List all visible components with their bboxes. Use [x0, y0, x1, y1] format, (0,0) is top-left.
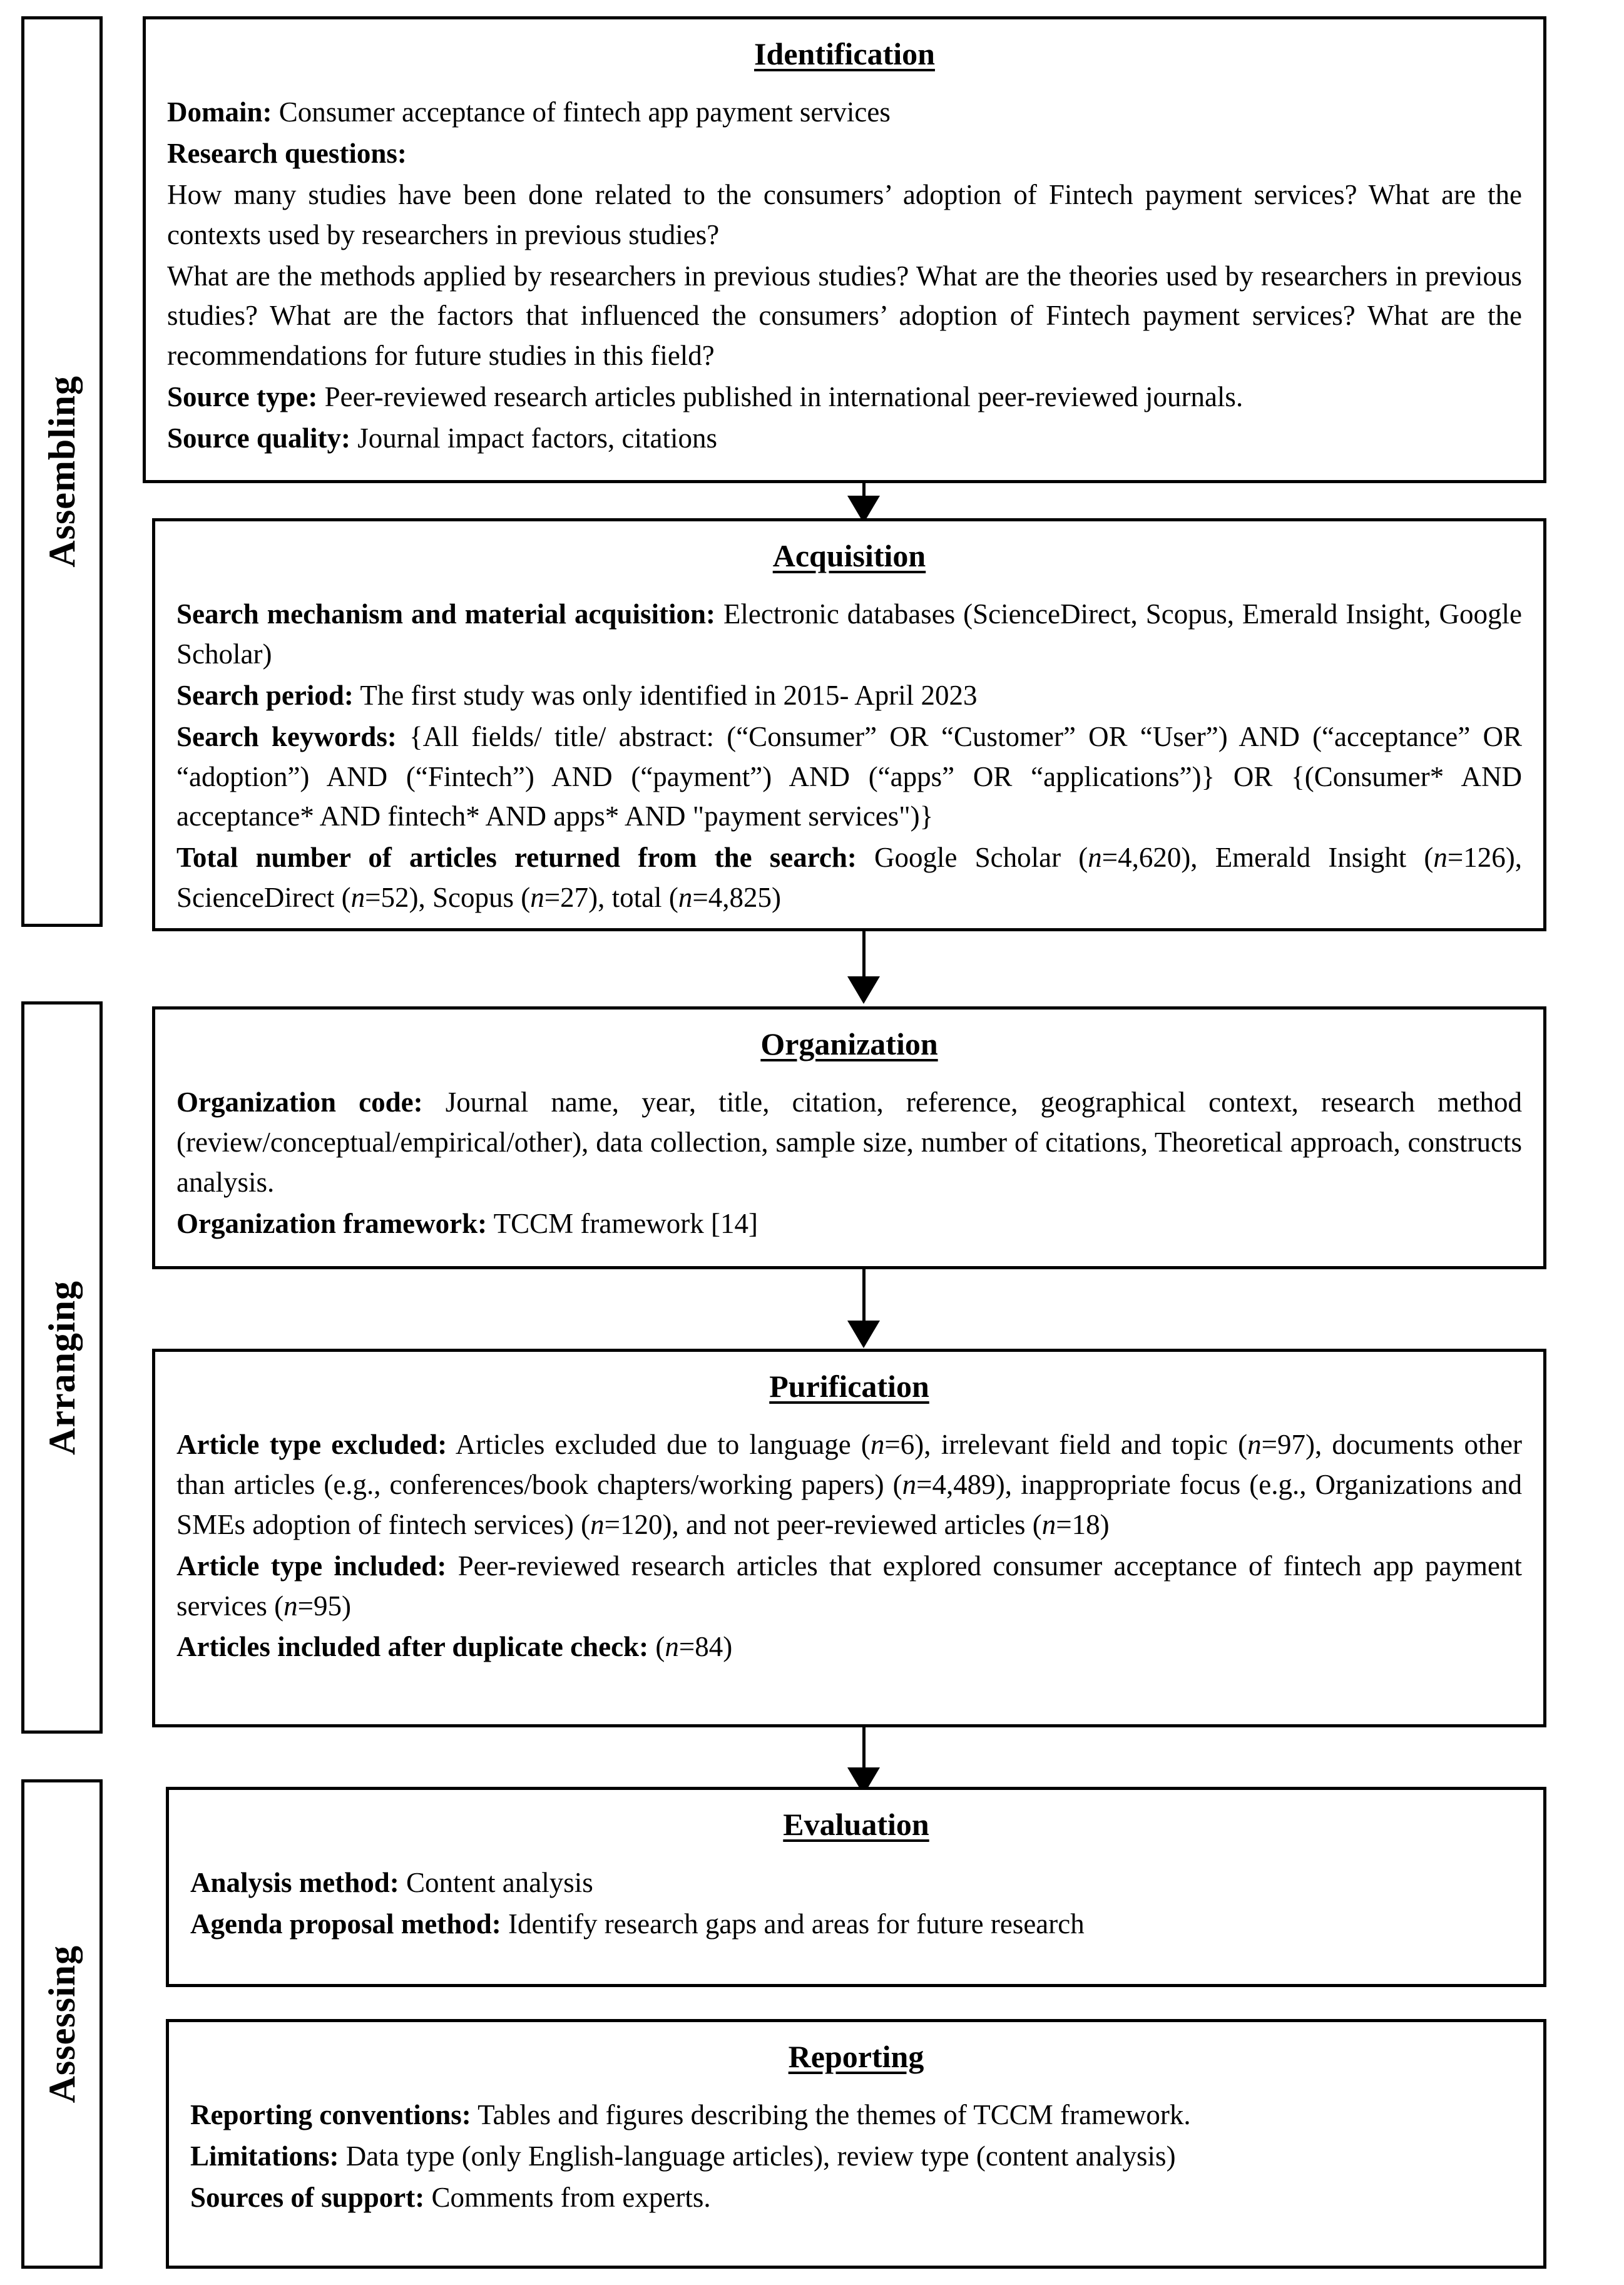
search-keywords-value: {All fields/ title/ abstract: (“Consumer… [176, 720, 1523, 832]
sources-of-support-label: Sources of support: [190, 2181, 425, 2213]
n-symbol-duplicate: n [665, 1631, 679, 1663]
node-evaluation: Evaluation Analysis method: Content anal… [166, 1787, 1546, 1987]
n-symbol-total: n [678, 882, 693, 914]
article-included-text: Peer-reviewed research articles that exp… [176, 1550, 1522, 1622]
node-purification-body: Article type excluded: Articles excluded… [176, 1425, 1522, 1667]
duplicate-count: =84) [678, 1631, 733, 1663]
source-type-label: Source type: [167, 381, 318, 413]
domain-value: Consumer acceptance of fintech app payme… [272, 96, 891, 128]
node-reporting: Reporting Reporting conventions: Tables … [166, 2019, 1546, 2269]
node-acquisition-body: Search mechanism and material acquisitio… [176, 595, 1522, 918]
emerald-count: =126), ScienceDirect ( [176, 842, 1523, 914]
total-articles-pre: Google Scholar ( [856, 842, 1088, 874]
organization-framework-label: Organization framework: [176, 1207, 488, 1239]
reporting-conventions-value: Tables and figures describing the themes… [471, 2099, 1191, 2130]
agenda-proposal-label: Agenda proposal method: [190, 1908, 501, 1940]
node-organization-body: Organization code: Journal name, year, t… [176, 1083, 1522, 1244]
node-identification-body: Domain: Consumer acceptance of fintech a… [167, 93, 1522, 459]
total-articles-label: Total number of articles returned from t… [176, 842, 857, 874]
sciencedirect-count: =52), Scopus ( [365, 882, 531, 914]
limitations-value: Data type (only English-language article… [339, 2140, 1176, 2172]
node-identification-title: Identification [754, 36, 935, 71]
search-mechanism-label: Search mechanism and material acquisitio… [176, 598, 715, 630]
node-acquisition: Acquisition Search mechanism and materia… [152, 518, 1546, 931]
excluded-notpeer-count: =18) [1056, 1508, 1110, 1540]
n-symbol-scholar: n [1088, 842, 1102, 874]
stage-arranging: Arranging [21, 1001, 103, 1734]
stage-assessing: Assessing [21, 1779, 103, 2269]
n-symbol-scopus: n [530, 882, 544, 914]
node-purification-title: Purification [769, 1369, 929, 1404]
reporting-conventions-label: Reporting conventions: [190, 2099, 471, 2130]
research-questions-label: Research questions: [167, 137, 407, 169]
node-acquisition-title: Acquisition [772, 538, 926, 573]
node-organization-title: Organization [760, 1026, 938, 1061]
node-purification: Purification Article type excluded: Arti… [152, 1349, 1546, 1727]
sources-of-support-value: Comments from experts. [424, 2181, 711, 2213]
article-included-label: Article type included: [176, 1550, 447, 1582]
node-evaluation-title: Evaluation [783, 1807, 929, 1842]
research-question-line-2: What are the methods applied by research… [167, 260, 1522, 372]
stage-assembling: Assembling [21, 16, 103, 927]
n-symbol-documents: n [902, 1468, 917, 1500]
node-identification: Identification Domain: Consumer acceptan… [143, 16, 1546, 483]
node-reporting-body: Reporting conventions: Tables and figure… [190, 2095, 1522, 2218]
total-count: =4,825) [692, 882, 781, 914]
duplicate-check-label: Articles included after duplicate check: [176, 1631, 649, 1663]
n-symbol-irrelevant: n [1247, 1429, 1262, 1460]
n-symbol-sciencedirect: n [350, 882, 365, 914]
article-excluded-text-1: Articles excluded due to language ( [447, 1429, 871, 1460]
google-scholar-count: =4,620), Emerald Insight ( [1101, 842, 1434, 874]
n-symbol-included: n [283, 1590, 298, 1622]
research-question-line-1: How many studies have been done related … [167, 178, 1522, 250]
stage-assessing-label: Assessing [41, 1945, 83, 2104]
node-organization: Organization Organization code: Journal … [152, 1006, 1546, 1269]
stage-assembling-label: Assembling [41, 376, 83, 568]
organization-framework-value: TCCM framework [14] [487, 1207, 758, 1239]
duplicate-check-pre: ( [648, 1631, 665, 1663]
organization-code-value: Journal name, year, title, citation, ref… [176, 1086, 1522, 1198]
excluded-irrelevant-count: =97), documents other than articles (e.g… [176, 1429, 1522, 1500]
excluded-language-count: =6), irrelevant field and topic ( [884, 1429, 1248, 1460]
n-symbol-focus: n [590, 1508, 605, 1540]
node-reporting-title: Reporting [788, 2039, 924, 2074]
search-period-label: Search period: [176, 679, 354, 711]
node-evaluation-body: Analysis method: Content analysis Agenda… [190, 1863, 1522, 1945]
scopus-count: =27), total ( [544, 882, 678, 914]
stage-arranging-label: Arranging [41, 1280, 83, 1455]
included-count: =95) [297, 1590, 352, 1622]
excluded-focus-count: =120), and not peer-reviewed articles ( [604, 1508, 1042, 1540]
source-type-value: Peer-reviewed research articles publishe… [317, 381, 1244, 413]
search-period-value: The first study was only identified in 2… [353, 679, 978, 711]
n-symbol-emerald: n [1433, 842, 1448, 874]
search-mechanism-value: Electronic databases (ScienceDirect, Sco… [176, 598, 1522, 670]
analysis-method-label: Analysis method: [190, 1867, 399, 1898]
article-excluded-label: Article type excluded: [176, 1429, 447, 1460]
n-symbol-notpeer: n [1041, 1508, 1056, 1540]
domain-label: Domain: [167, 96, 272, 128]
agenda-proposal-value: Identify research gaps and areas for fut… [501, 1908, 1085, 1940]
limitations-label: Limitations: [190, 2140, 339, 2172]
n-symbol-language: n [870, 1429, 885, 1460]
analysis-method-value: Content analysis [399, 1867, 593, 1898]
organization-code-label: Organization code: [176, 1086, 423, 1118]
source-quality-value: Journal impact factors, citations [350, 422, 718, 454]
source-quality-label: Source quality: [167, 422, 350, 454]
search-keywords-label: Search keywords: [176, 720, 397, 752]
excluded-documents-count: =4,489), inappropriate focus (e.g., Orga… [176, 1468, 1523, 1540]
